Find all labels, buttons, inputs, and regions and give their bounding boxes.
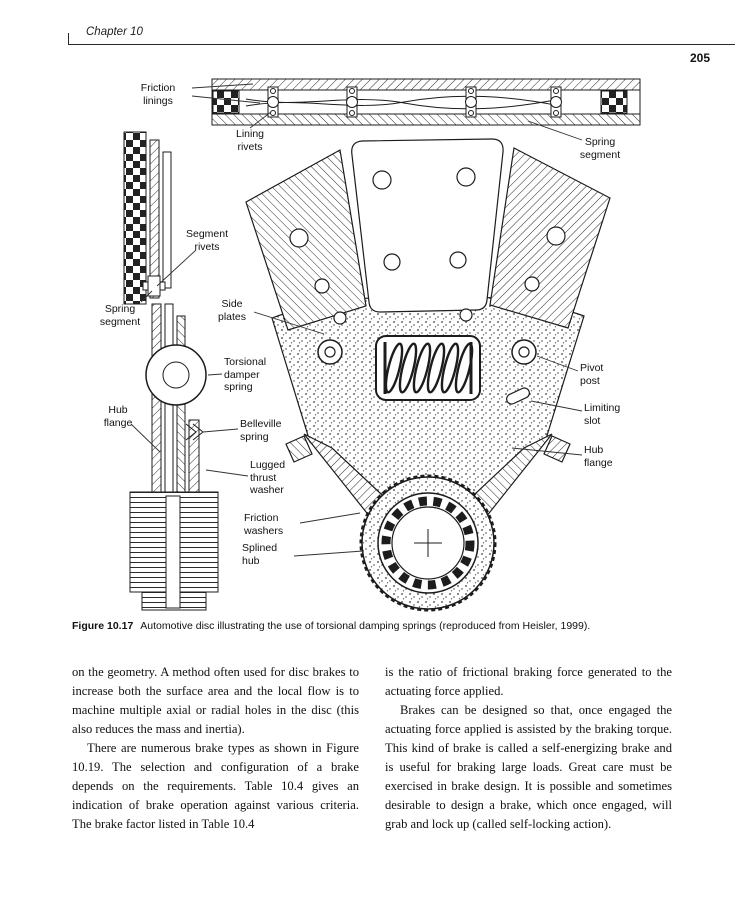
body-column-left: on the geometry. A method often used for… [72,663,359,834]
figure-label-lining-rivets: Lining rivets [235,128,265,153]
figure-label-friction-washers: Friction washers [244,512,284,537]
splined-hub-drawing [359,474,497,612]
figure-label-spring-segment-left: Spring segment [99,303,141,328]
figure-label-pivot-post: Pivot post [580,362,604,387]
page-number: 205 [689,51,710,65]
figure-caption: Figure 10.17 Automotive disc illustrating… [72,619,686,633]
figure-caption-text: Automotive disc illustrating the use of … [140,620,591,632]
figure-label-friction-linings: Friction linings [140,82,176,107]
coil-spring-drawing [383,342,474,394]
body-paragraph: is the ratio of frictional braking force… [385,665,672,698]
header-rule-tick [68,33,69,45]
figure-label-hub-flange-left: Hub flange [103,404,133,429]
leader-lines [130,83,583,557]
body-paragraph: on the geometry. A method often used for… [72,665,359,736]
figure-label-side-plates: Side plates [217,298,247,323]
figure-label-hub-flange-right: Hub flange [584,444,613,469]
header-rule [68,44,735,45]
chapter-header: Chapter 10 [86,26,143,38]
body-column-right: is the ratio of frictional braking force… [385,663,672,834]
figure-label-torsional-damper-spring: Torsional damper spring [224,356,267,394]
top-strip-drawing [211,78,641,126]
figure-label-limiting-slot: Limiting slot [584,402,621,427]
figure-label-segment-rivets: Segment rivets [185,228,229,253]
figure-label-spring-segment-top: Spring segment [579,136,621,161]
figure-caption-number: Figure 10.17 [72,620,134,632]
front-view-drawing [245,138,611,523]
sectional-view-drawing [123,131,219,611]
figure-label-belleville-spring: Belleville spring [240,418,282,443]
body-paragraph: There are numerous brake types as shown … [72,741,359,831]
figure-label-splined-hub: Splined hub [242,542,278,567]
body-paragraph: Brakes can be designed so that, once eng… [385,703,672,831]
figure-label-lugged-thrust-washer: Lugged thrust washer [250,459,286,497]
